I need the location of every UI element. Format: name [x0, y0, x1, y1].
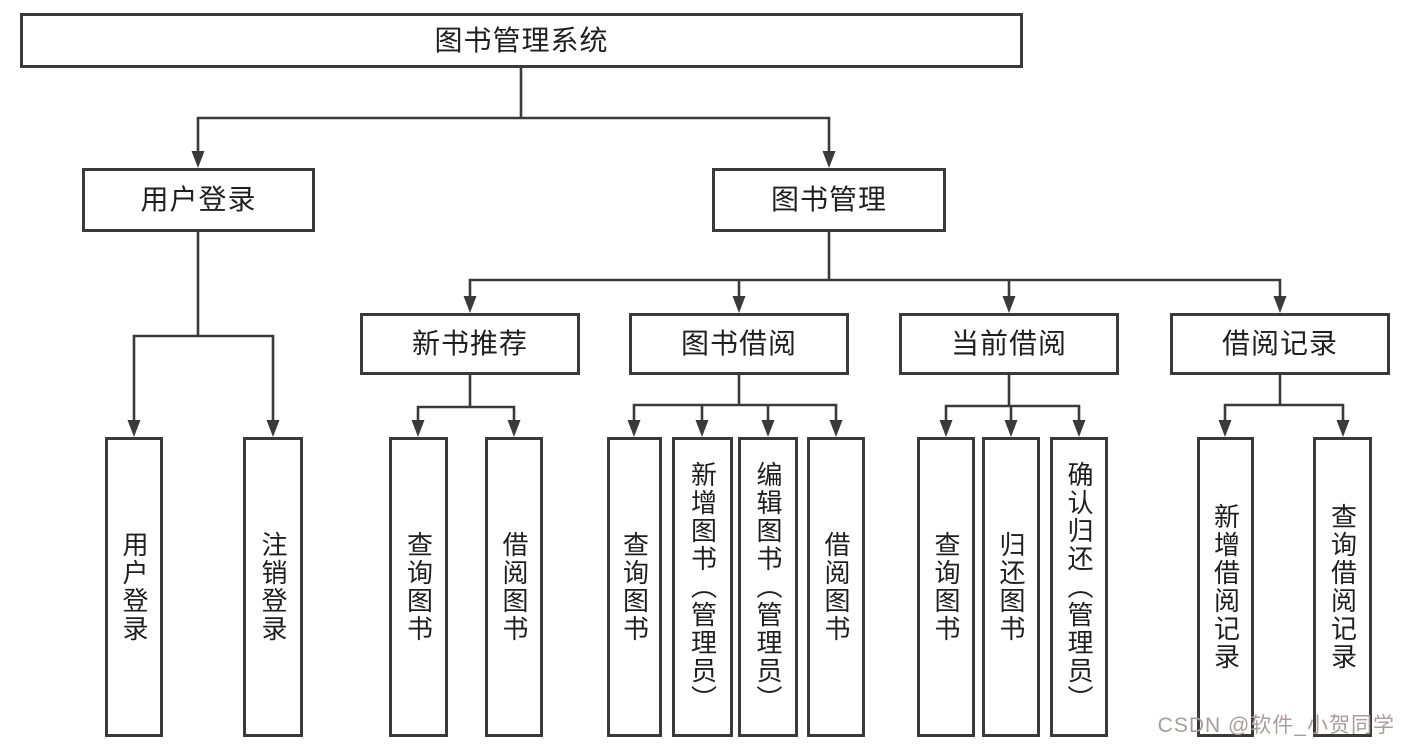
node-leaf-return-books: 归还图书 — [982, 437, 1040, 737]
node-new-book-recommend: 新书推荐 — [360, 313, 580, 375]
node-leaf-confirm-return-admin: 确认归还（管理员） — [1050, 437, 1108, 737]
node-leaf-query-books-recommend: 查询图书 — [389, 437, 448, 737]
node-leaf-borrow-books-borrowing: 借阅图书 — [807, 437, 865, 737]
node-leaf-add-books-admin: 新增图书（管理员） — [672, 437, 733, 737]
node-leaf-borrow-books-recommend: 借阅图书 — [485, 437, 543, 737]
node-leaf-edit-books-admin: 编辑图书（管理员） — [738, 437, 798, 737]
node-leaf-query-books-borrowing: 查询图书 — [607, 437, 662, 737]
node-leaf-user-login: 用户登录 — [105, 437, 163, 737]
node-borrow-records: 借阅记录 — [1170, 313, 1390, 375]
csdn-watermark: CSDN @软件_小贺同学 — [1157, 714, 1395, 737]
node-leaf-logout: 注销登录 — [243, 437, 303, 737]
node-current-borrowing: 当前借阅 — [899, 313, 1119, 375]
node-book-management: 图书管理 — [712, 168, 946, 232]
node-book-borrowing: 图书借阅 — [629, 313, 849, 375]
node-user-login-group: 用户登录 — [82, 168, 315, 232]
node-library-system: 图书管理系统 — [20, 13, 1023, 68]
node-leaf-add-borrow-record: 新增借阅记录 — [1197, 437, 1254, 737]
node-leaf-query-books-current: 查询图书 — [917, 437, 975, 737]
node-leaf-query-borrow-record: 查询借阅记录 — [1313, 437, 1372, 737]
